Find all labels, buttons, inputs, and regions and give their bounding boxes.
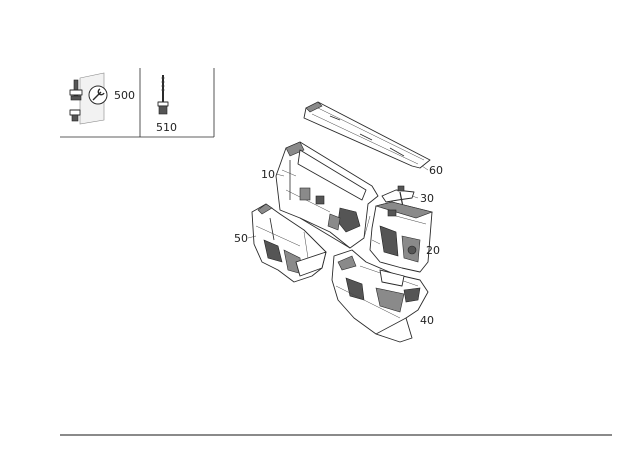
part-40-lower-insulation (331, 249, 429, 343)
callout-20: 20 (426, 244, 440, 257)
callout-60: 60 (429, 164, 443, 177)
legend-label-510: 510 (156, 121, 177, 134)
part-20-insulation-block (369, 201, 434, 273)
callout-40: 40 (420, 314, 434, 327)
wrench-icon (88, 85, 108, 105)
fastener-legend: 500 510 (60, 68, 215, 138)
fastener-500-illustration (69, 72, 108, 125)
callout-30: 30 (420, 192, 434, 205)
callout-50: 50 (234, 232, 248, 245)
legend-label-500: 500 (114, 89, 135, 102)
callout-10: 10 (261, 168, 275, 181)
part-50-left-insulation (251, 203, 327, 283)
part-60-cowl-strip (303, 101, 431, 169)
part-10-dash-panel (275, 141, 379, 249)
bolt-510-illustration (157, 75, 169, 115)
